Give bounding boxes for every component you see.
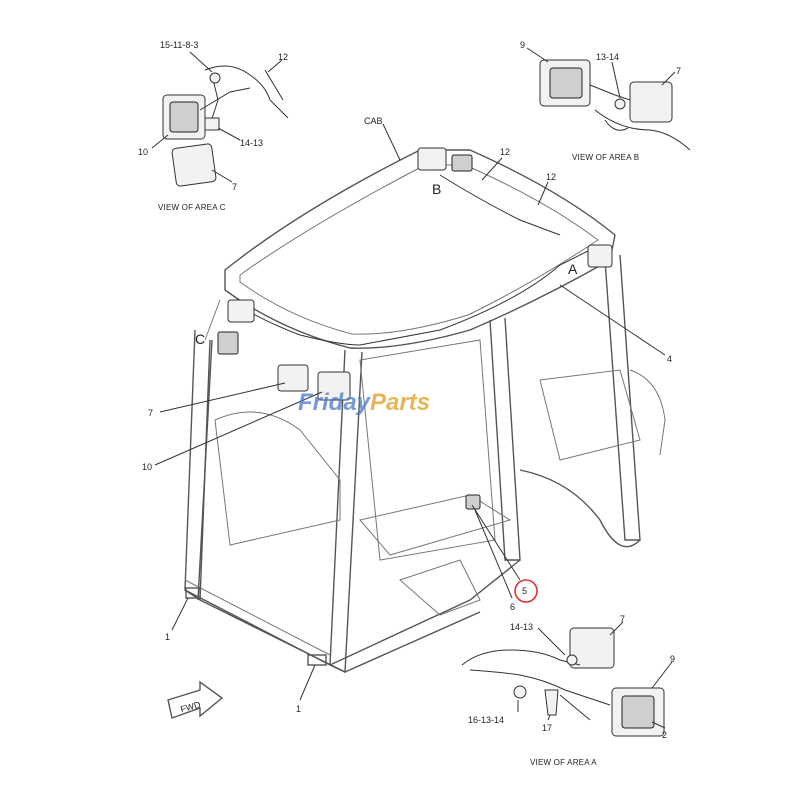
caption-view-area-a: VIEW OF AREA A <box>530 758 597 767</box>
callout-4: 4 <box>667 354 672 364</box>
inset-view-area-c <box>162 65 289 187</box>
watermark-logo: FridayParts <box>298 389 430 416</box>
callout-16-13-14: 16-13-14 <box>468 715 504 725</box>
callout-1-left: 1 <box>165 632 170 642</box>
fwd-arrow: FWD <box>167 680 224 719</box>
callout-14-13-inset-a: 14-13 <box>510 622 533 632</box>
highlight-circle <box>514 579 538 603</box>
callout-10-inset-c: 10 <box>138 147 148 157</box>
area-letter-a: A <box>568 261 578 277</box>
inset-view-area-a <box>461 627 665 737</box>
callout-1-bottom: 1 <box>296 704 301 714</box>
callout-14-13-inset-c: 14-13 <box>240 138 263 148</box>
cab-frame <box>184 149 666 674</box>
callout-12-roof-a: 12 <box>500 147 510 157</box>
fwd-label: FWD <box>179 699 202 714</box>
callout-cab: CAB <box>364 116 383 126</box>
watermark-part-1: Friday <box>298 389 372 416</box>
callout-10-left: 10 <box>142 462 152 472</box>
area-letter-c: C <box>195 331 205 347</box>
callout-7-inset-c: 7 <box>232 182 237 192</box>
caption-view-area-c: VIEW OF AREA C <box>158 203 226 212</box>
caption-view-area-b: VIEW OF AREA B <box>572 153 639 162</box>
area-letter-b: B <box>432 181 441 197</box>
callout-2: 2 <box>662 730 667 740</box>
callout-7-left: 7 <box>148 408 153 418</box>
callout-5: 5 <box>522 586 527 596</box>
callout-6: 6 <box>510 602 515 612</box>
callout-9-inset-b: 9 <box>520 40 525 50</box>
inset-view-area-b <box>539 59 691 151</box>
callout-7-inset-b: 7 <box>676 66 681 76</box>
callout-12-inset-c: 12 <box>278 52 288 62</box>
callout-12-roof-b: 12 <box>546 172 556 182</box>
svg-text:FridayParts: FridayParts <box>298 389 430 416</box>
callout-7-inset-a: 7 <box>620 614 625 624</box>
watermark-part-2: Parts <box>370 389 430 416</box>
area-letters: B A C <box>195 181 578 347</box>
cab-lamps <box>217 147 613 510</box>
leader-lines <box>151 47 676 729</box>
callout-13-14-inset-b: 13-14 <box>596 52 619 62</box>
callout-9-inset-a: 9 <box>670 654 675 664</box>
callout-15-11-8-3: 15-11-8-3 <box>160 40 198 50</box>
callout-17: 17 <box>542 723 552 733</box>
callout-labels: 15-11-8-3 12 10 14-13 7 9 13-14 7 CAB 12… <box>138 40 681 740</box>
view-captions: VIEW OF AREA C VIEW OF AREA B VIEW OF AR… <box>158 153 639 767</box>
